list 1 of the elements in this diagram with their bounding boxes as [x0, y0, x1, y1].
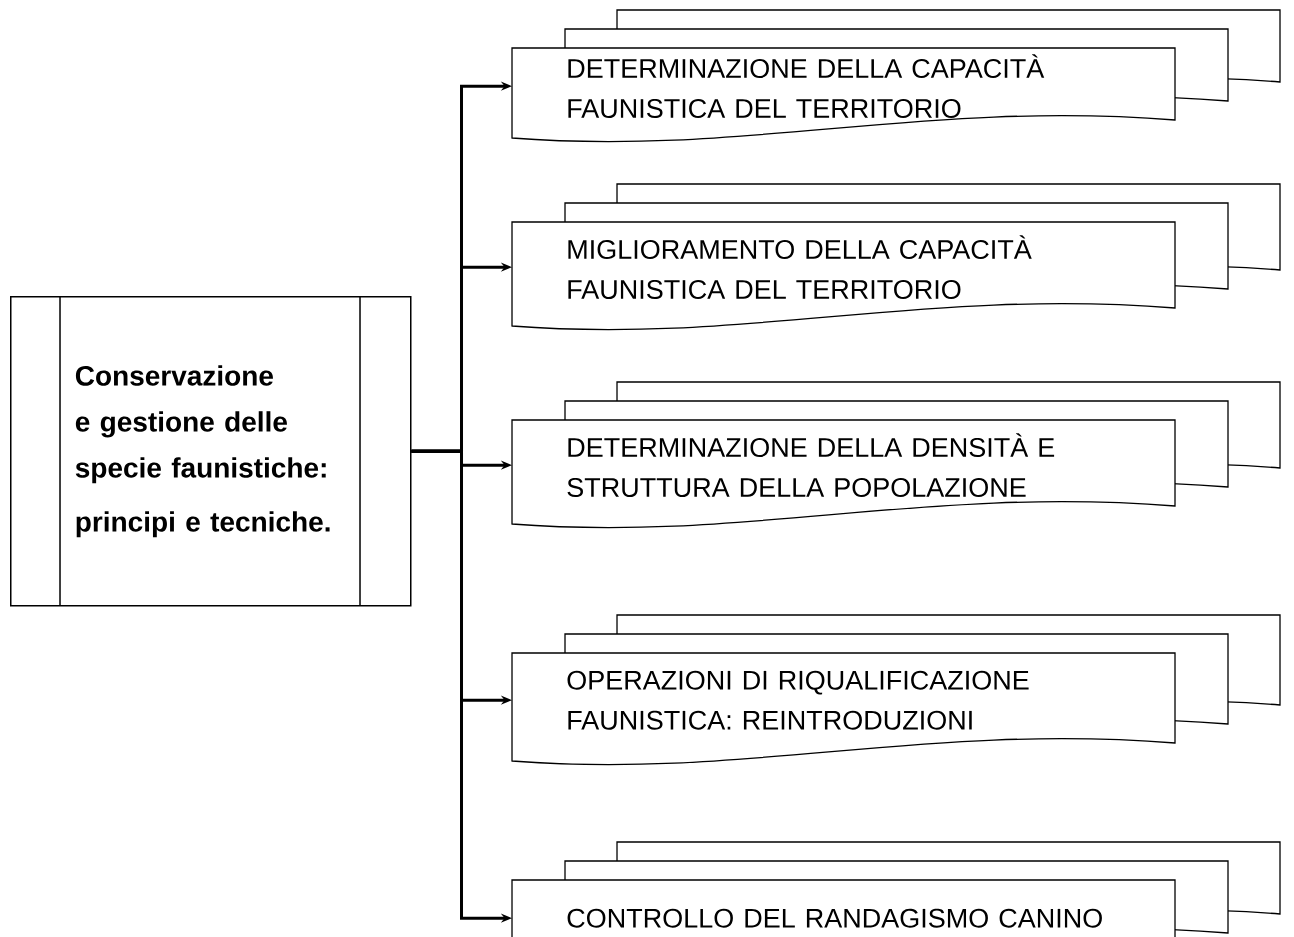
predefined-process-box: Conservazione e gestione delle specie faunistiche: principi e tecniche.	[10, 295, 412, 607]
